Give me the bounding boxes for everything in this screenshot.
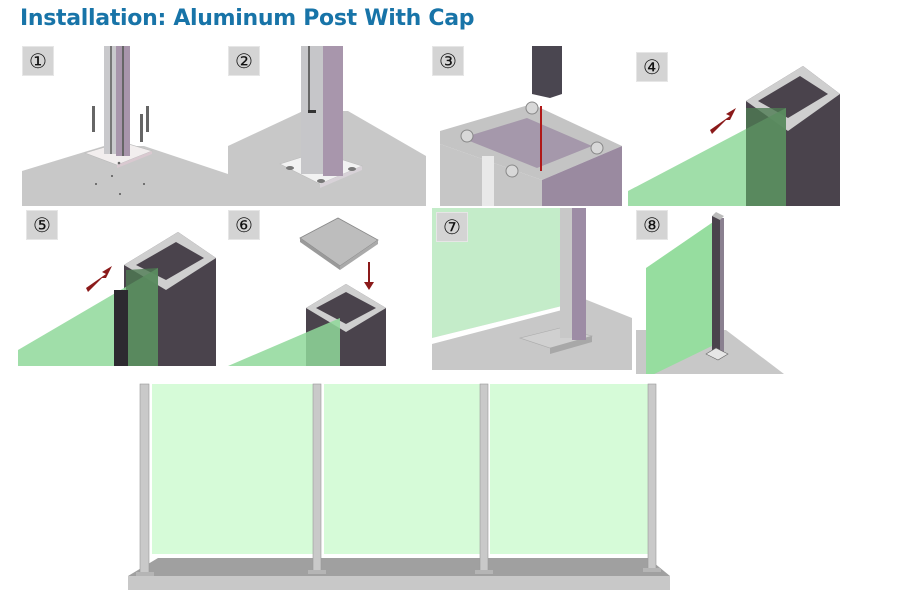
step-2-label: ② <box>228 46 260 76</box>
step-5-illustration <box>18 232 216 366</box>
document-title: Installation: Aluminum Post With Cap <box>20 6 475 31</box>
step-2-panel: ② <box>228 46 426 206</box>
step-6-label: ⑥ <box>228 210 260 240</box>
step-3-panel: ③ <box>432 46 622 206</box>
post-base-1 <box>136 572 154 576</box>
fence-post-1 <box>139 383 150 575</box>
post-base-2 <box>308 570 326 574</box>
step-7-panel: ⑦ <box>432 208 632 370</box>
step-6-panel: ⑥ <box>228 210 426 366</box>
step-3-label: ③ <box>432 46 464 76</box>
glass-panel-1 <box>152 384 314 554</box>
step-4-panel: ④ <box>628 46 842 206</box>
step-2-illustration <box>228 46 426 206</box>
step-8-panel: ⑧ <box>636 210 784 374</box>
step-1-label: ① <box>22 46 54 76</box>
completed-fence-illustration <box>118 380 680 596</box>
step-5-panel: ⑤ <box>18 210 224 366</box>
completed-fence-drawing <box>128 383 670 596</box>
step-8-illustration <box>636 212 784 374</box>
fence-post-4 <box>647 383 657 571</box>
fence-base-top <box>128 558 670 576</box>
step-8-label: ⑧ <box>636 210 668 240</box>
fence-post-2 <box>312 383 322 573</box>
fence-post-3 <box>479 383 489 573</box>
step-4-illustration <box>628 66 840 206</box>
step-6-illustration <box>228 217 386 366</box>
glass-panel-2 <box>324 384 480 554</box>
post-base-3 <box>475 570 493 574</box>
step-4-label: ④ <box>636 52 668 82</box>
glass-panel-3 <box>490 384 648 554</box>
step-5-label: ⑤ <box>26 210 58 240</box>
post-base-4 <box>643 568 661 572</box>
fence-base-front <box>128 576 670 596</box>
step-7-label: ⑦ <box>436 212 468 242</box>
step-1-panel: ① <box>22 46 228 206</box>
step-3-illustration <box>440 46 622 206</box>
step-1-illustration <box>22 46 228 206</box>
